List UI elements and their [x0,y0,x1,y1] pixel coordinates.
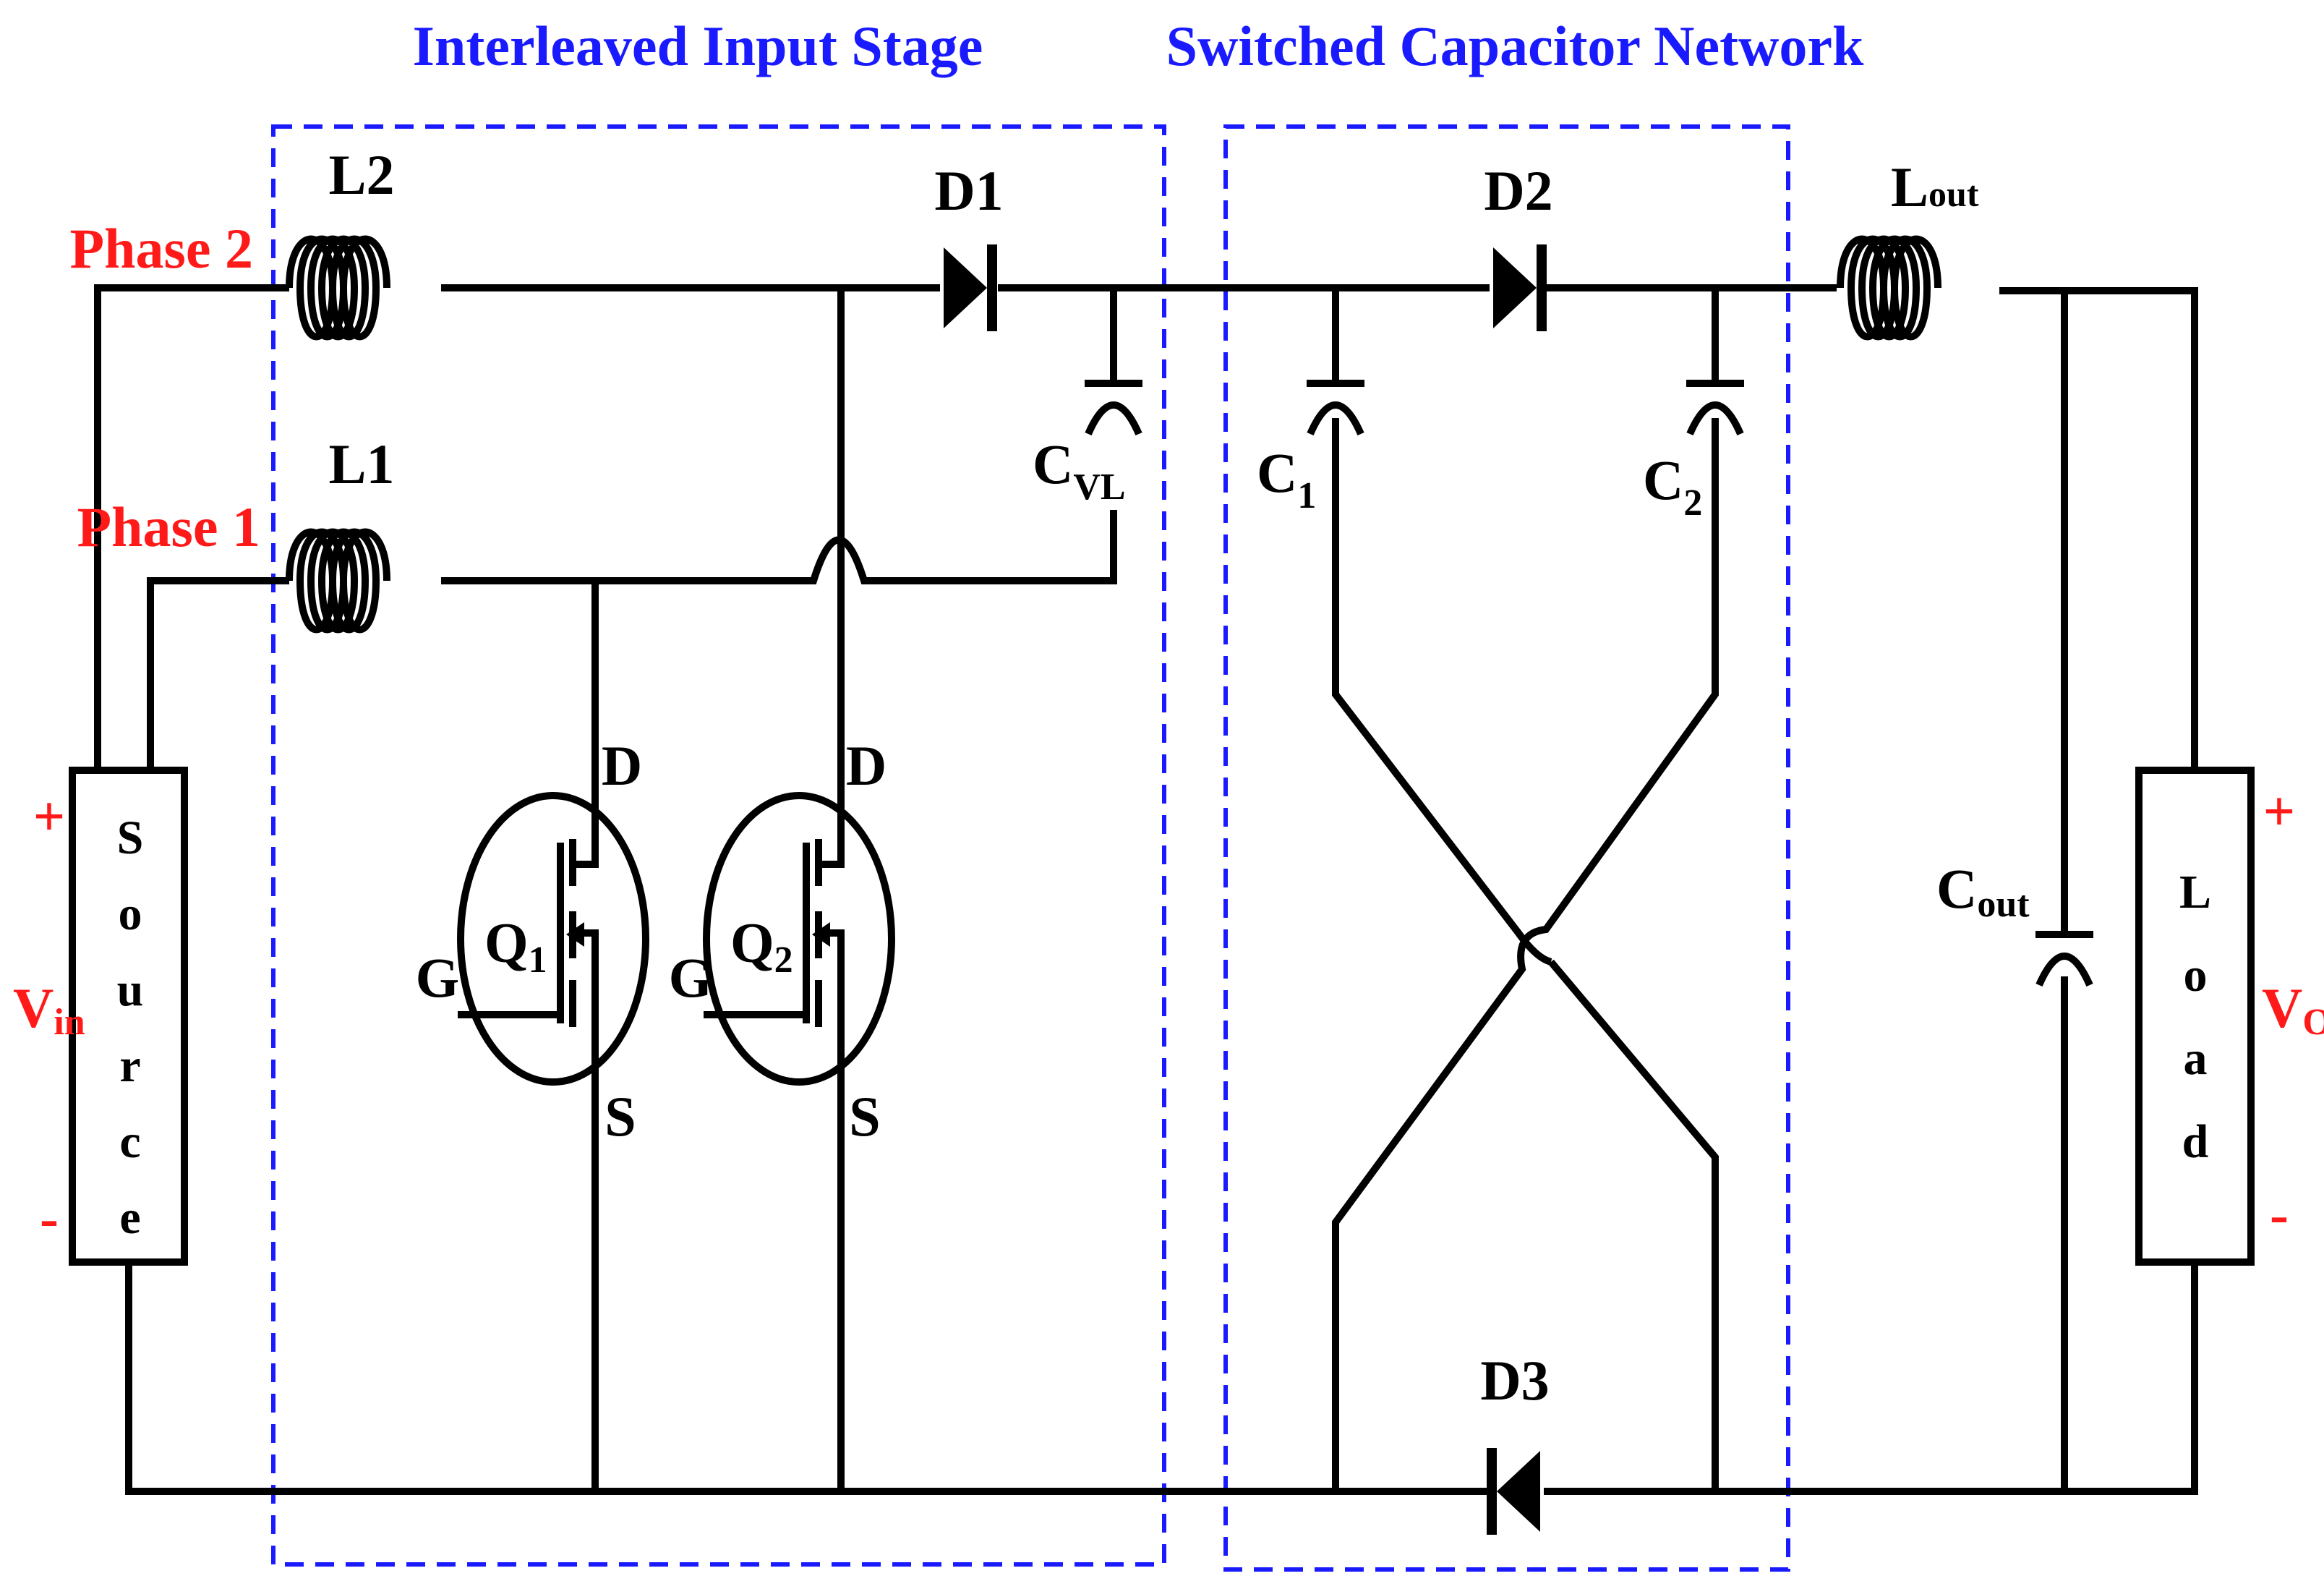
l2-label: L2 [328,143,394,206]
d2-label: D2 [1484,159,1552,222]
phase1-label: Phase 1 [77,495,261,558]
capacitor-cvl [1085,380,1142,436]
q2-label-main: Q [730,911,774,974]
scn-stage-title: Switched Capacitor Network [1166,14,1864,77]
inductor-lout [1837,235,1941,341]
load-plus: + [2263,780,2295,843]
c2-label-sub: 2 [1683,482,1702,524]
source-letter: e [119,1191,140,1244]
inductor-l2 [286,235,390,341]
vo-label-main: V [2262,976,2302,1039]
wire-bottom-right [1544,1262,2198,1495]
load-box [2135,767,2255,1266]
input-stage-title: Interleaved Input Stage [413,14,983,77]
d3-label: D3 [1480,1349,1549,1412]
wire-c2-cross [1332,418,1719,1491]
q1-drain-label: D [602,734,642,797]
c1-label: C1 [1257,441,1316,516]
source-box [69,767,188,1266]
vin-label-sub: in [54,1002,85,1043]
q2-label-sub: 2 [774,940,793,981]
wire-phase1-input [147,577,289,770]
cout-label: Cout [1936,857,2030,925]
q2-label: Q2 [730,911,793,981]
wire-lout-to-load [1999,287,2198,770]
q2-gate-label: G [669,946,713,1009]
wire-phase2-input [94,284,289,770]
source-letter: S [117,811,144,864]
q1-gate-label: G [416,946,460,1009]
wire-source-return [125,1262,1490,1495]
vo-label: VO [2262,976,2324,1043]
mosfet-q2 [703,792,895,1086]
load-minus: - [2270,1183,2289,1245]
source-plus: + [33,785,65,848]
source-letter: r [119,1039,140,1092]
wire-c1-cross [1332,418,1719,1491]
scn-stage-box [1223,124,1790,1572]
wire-l1-to-cvl [441,510,1117,584]
q2-source-label: S [849,1085,880,1148]
vo-label-sub: O [2302,1002,2324,1043]
mosfet-q1 [457,792,649,1086]
source-label: S o u r c e [117,811,144,1244]
diode-d1 [944,244,997,331]
cvl-label-main: C [1033,433,1073,495]
wire-q1-drain-node [571,581,599,868]
cvl-label: CVL [1033,433,1126,508]
capacitor-c2 [1686,380,1744,436]
q1-source-label: S [605,1085,636,1148]
lout-label-main: L [1891,156,1928,218]
load-letter: d [2182,1115,2209,1168]
input-stage-box [271,124,1166,1567]
capacitor-c1 [1307,380,1364,436]
lout-label-sub: out [1928,174,1979,214]
phase2-label: Phase 2 [70,217,254,280]
q1-label-sub: 1 [529,940,547,981]
load-letter: a [2184,1032,2208,1085]
d1-label: D1 [934,159,1003,222]
wire-q2-drain-node [817,288,845,868]
cout-label-sub: out [1977,884,2030,925]
cvl-label-sub: VL [1073,467,1125,508]
vin-label: Vin [13,976,85,1043]
diode-d3 [1487,1448,1540,1535]
q2-drain-label: D [846,734,887,797]
c1-label-sub: 1 [1297,475,1316,516]
cout-label-main: C [1936,857,1977,920]
source-minus: - [40,1186,59,1249]
source-letter: o [119,887,142,940]
load-letter: L [2179,866,2211,919]
capacitor-cout [2035,931,2093,987]
source-letter: u [117,963,144,1016]
source-letter: c [119,1115,140,1168]
lout-label: Lout [1891,156,1979,218]
c2-label-main: C [1643,448,1683,511]
diode-d2 [1493,244,1547,331]
inductor-l1 [286,528,390,634]
c1-label-main: C [1257,441,1297,504]
load-letter: o [2184,949,2208,1002]
vin-label-main: V [13,976,54,1039]
c2-label: C2 [1643,448,1702,524]
q1-label: Q1 [484,911,547,981]
load-label: L o a d [2179,866,2211,1168]
q1-label-main: Q [484,911,529,974]
l1-label: L1 [328,433,394,495]
